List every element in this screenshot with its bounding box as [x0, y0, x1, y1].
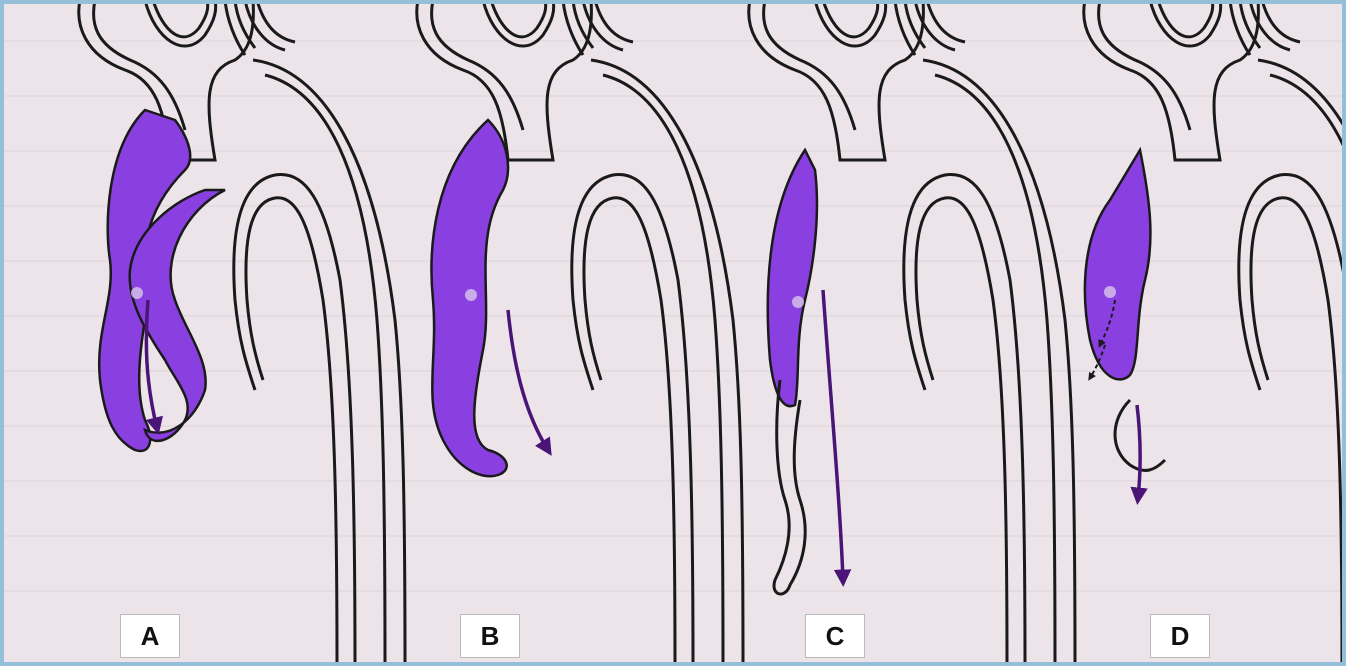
panel-label-d: D — [1150, 614, 1210, 658]
panel-c-dissected-flap — [774, 380, 805, 594]
panel-c-graphic — [749, 0, 1075, 666]
panel-d-flow-arrow — [1137, 405, 1140, 498]
panel-a-graphic — [79, 0, 405, 666]
panel-b-graphic — [417, 0, 743, 666]
panel-label-a: A — [120, 614, 180, 658]
panel-label-b: B — [460, 614, 520, 658]
panel-label-c: C — [805, 614, 865, 658]
panel-c-hematoma — [768, 150, 817, 406]
panel-d-graphic — [1084, 0, 1346, 666]
panel-d-hematoma — [1085, 150, 1151, 379]
panel-c-flow-arrow — [823, 290, 843, 580]
panel-b-flow-arrow — [508, 310, 548, 450]
